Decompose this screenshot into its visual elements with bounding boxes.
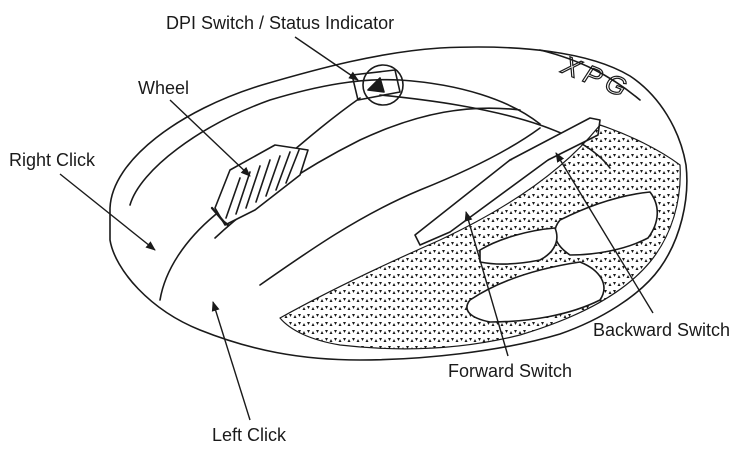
leader-right-click xyxy=(59,173,156,251)
leader-forward-switch xyxy=(464,211,509,357)
label-wheel: Wheel xyxy=(138,78,190,98)
leader-wheel xyxy=(169,99,251,177)
shell-seam xyxy=(129,78,541,206)
backward-switch-button xyxy=(509,117,601,161)
scroll-wheel xyxy=(210,144,309,227)
dpi-status-ring xyxy=(362,64,404,106)
dpi-indicator xyxy=(367,77,385,93)
mouse-body-outline xyxy=(109,46,688,361)
side-ridge xyxy=(259,127,541,286)
leader-backward-switch xyxy=(555,152,654,314)
label-left-click: Left Click xyxy=(212,425,287,445)
label-backward-switch: Backward Switch xyxy=(593,320,731,340)
label-dpi-switch: DPI Switch / Status Indicator xyxy=(166,13,395,33)
dpi-switch xyxy=(351,69,401,101)
brand-logo: XPG xyxy=(557,49,637,105)
label-forward-switch: Forward Switch xyxy=(448,361,573,381)
leader-left-click xyxy=(211,301,251,421)
label-right-click: Right Click xyxy=(9,150,96,170)
leader-dpi-switch xyxy=(294,36,359,81)
